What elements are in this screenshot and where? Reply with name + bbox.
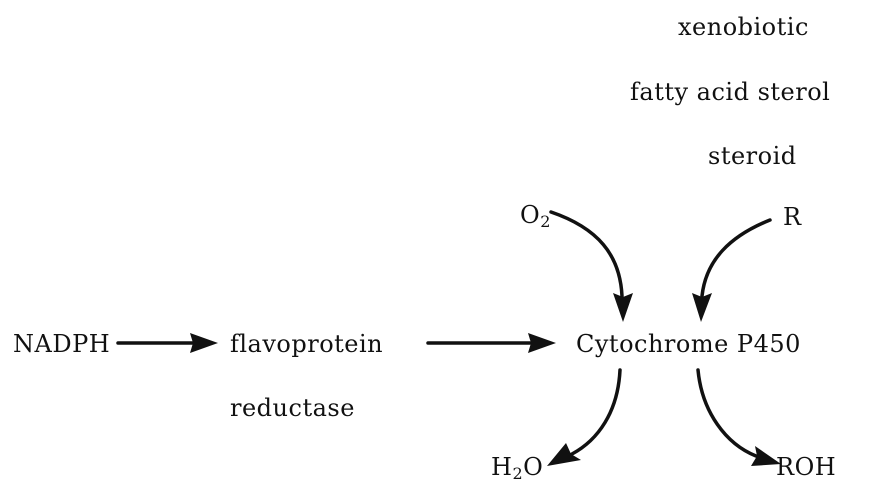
oxygen-subscript: 2 [540, 212, 551, 231]
water-label: H2O [491, 453, 544, 482]
flavoprotein-label: flavoprotein [230, 330, 384, 358]
arrowhead-r-to-p450 [692, 293, 712, 322]
cytochrome-p450-label: Cytochrome P450 [576, 330, 801, 358]
arrow-p450-to-roh [696, 368, 758, 458]
water-h: H [491, 453, 513, 481]
arrowhead-o2-to-p450 [613, 293, 633, 322]
substrate-xenobiotic-label: xenobiotic [678, 13, 809, 41]
arrowhead-nadph-to-flavoprotein [190, 333, 218, 353]
arrow-r-to-p450 [700, 218, 772, 298]
arrowhead-p450-to-roh [751, 446, 781, 466]
substrate-r-label: R [783, 203, 802, 231]
arrow-o2-to-p450 [549, 210, 624, 298]
water-o: O [523, 453, 544, 481]
substrate-fatty-acid-sterol-label: fatty acid sterol [630, 78, 831, 106]
oxygen-label: O2 [520, 201, 551, 230]
water-subscript: 2 [512, 464, 524, 483]
arrowhead-p450-to-h2o [547, 443, 581, 466]
nadph-label: NADPH [13, 330, 111, 358]
arrow-p450-to-h2o [570, 368, 622, 456]
arrowhead-flavoprotein-to-p450 [528, 333, 556, 353]
substrate-steroid-label: steroid [708, 142, 797, 170]
oxygen-symbol: O [520, 201, 541, 229]
roh-label: ROH [776, 453, 837, 481]
reductase-label: reductase [230, 394, 355, 422]
